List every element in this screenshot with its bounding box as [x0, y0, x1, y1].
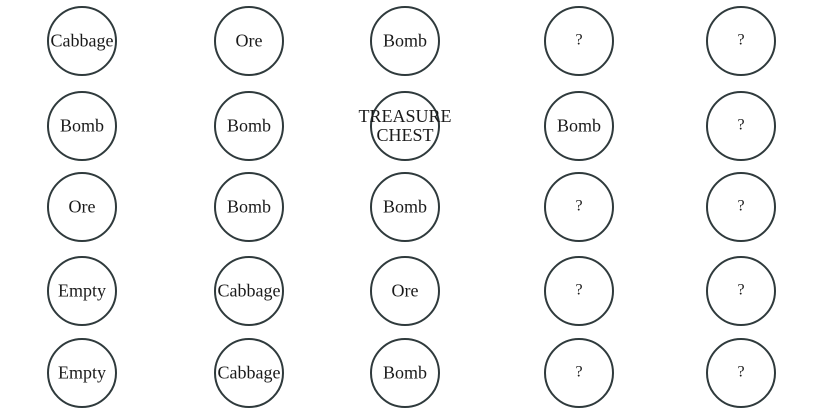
cell-label: Bomb	[59, 115, 105, 136]
cell-label: Bomb	[556, 115, 602, 136]
grid-cell-r5-c3[interactable]: Bomb	[370, 338, 440, 408]
cell-label: Empty	[58, 362, 106, 383]
grid-cell-r3-c4[interactable]: ?	[544, 172, 614, 242]
grid-cell-r1-c5[interactable]: ?	[706, 6, 776, 76]
cell-label: ?	[575, 197, 583, 215]
grid-cell-r4-c5[interactable]: ?	[706, 256, 776, 326]
cell-label: ?	[737, 281, 745, 299]
cell-label: Ore	[235, 30, 263, 51]
grid-cell-r2-c5[interactable]: ?	[706, 91, 776, 161]
cell-label: Bomb	[382, 30, 428, 51]
grid-cell-r5-c2[interactable]: Cabbage	[214, 338, 284, 408]
grid-cell-r2-c1[interactable]: Bomb	[47, 91, 117, 161]
cell-label: ?	[737, 31, 745, 49]
cell-label: Cabbage	[217, 280, 281, 301]
grid-cell-r4-c4[interactable]: ?	[544, 256, 614, 326]
grid-cell-r1-c1[interactable]: Cabbage	[47, 6, 117, 76]
cell-label: Cabbage	[217, 362, 281, 383]
cell-label: ?	[575, 31, 583, 49]
grid-cell-r5-c4[interactable]: ?	[544, 338, 614, 408]
grid-cell-r2-c2[interactable]: Bomb	[214, 91, 284, 161]
grid-cell-r3-c3[interactable]: Bomb	[370, 172, 440, 242]
cell-label: Cabbage	[50, 30, 114, 51]
grid-cell-r2-c4[interactable]: Bomb	[544, 91, 614, 161]
cell-label: Bomb	[382, 362, 428, 383]
grid-cell-r3-c1[interactable]: Ore	[47, 172, 117, 242]
grid-cell-r5-c5[interactable]: ?	[706, 338, 776, 408]
grid-cell-r4-c1[interactable]: Empty	[47, 256, 117, 326]
grid-cell-r3-c5[interactable]: ?	[706, 172, 776, 242]
grid-cell-r1-c4[interactable]: ?	[544, 6, 614, 76]
cell-label: ?	[575, 363, 583, 381]
cell-label: ?	[737, 116, 745, 134]
cell-label: Bomb	[226, 196, 272, 217]
grid-cell-r1-c2[interactable]: Ore	[214, 6, 284, 76]
grid-cell-r5-c1[interactable]: Empty	[47, 338, 117, 408]
cell-label: Empty	[58, 280, 106, 301]
cell-label: ?	[737, 197, 745, 215]
cell-label: ?	[737, 363, 745, 381]
cell-label: Bomb	[382, 196, 428, 217]
cell-label: Bomb	[226, 115, 272, 136]
grid-cell-r1-c3[interactable]: Bomb	[370, 6, 440, 76]
cell-label: Ore	[391, 280, 419, 301]
grid-cell-r3-c2[interactable]: Bomb	[214, 172, 284, 242]
grid-cell-r4-c3[interactable]: Ore	[370, 256, 440, 326]
grid-cell-r4-c2[interactable]: Cabbage	[214, 256, 284, 326]
cell-label: ?	[575, 281, 583, 299]
cell-label: Ore	[68, 196, 96, 217]
